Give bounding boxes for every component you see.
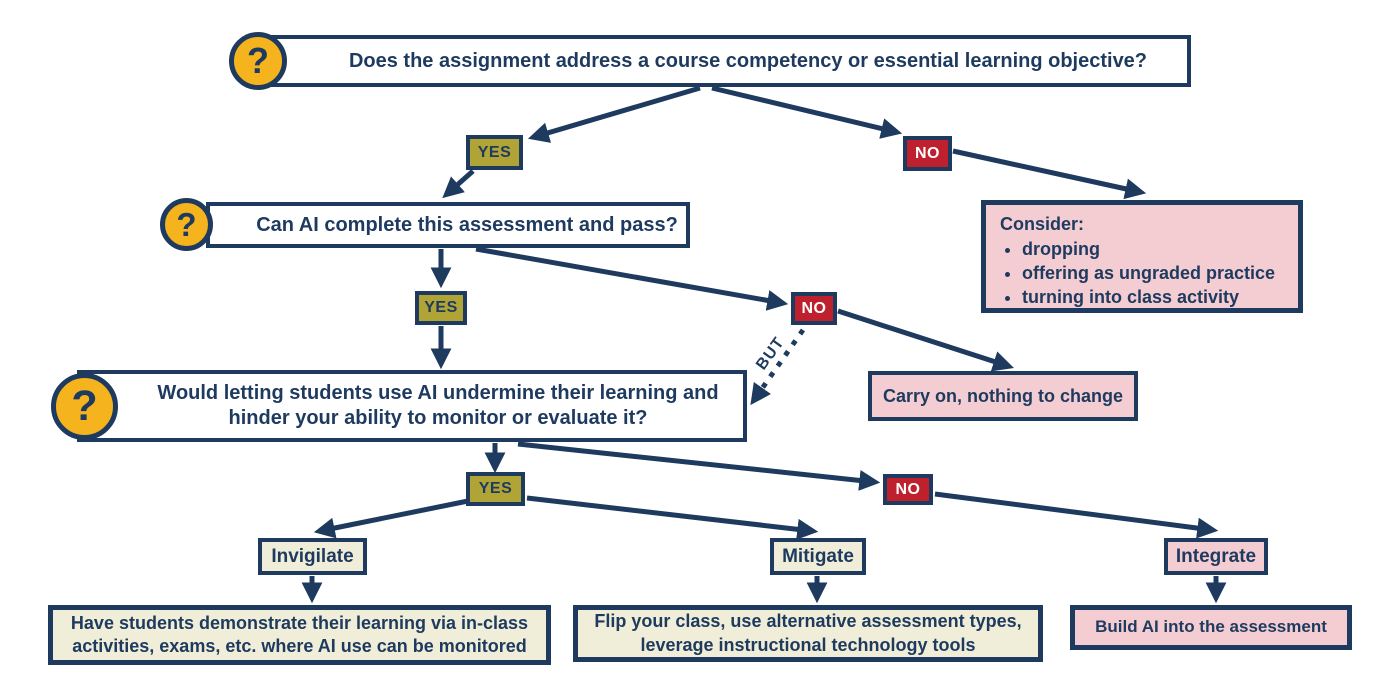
badge-no-3: NO (883, 474, 933, 505)
carry-on-box: Carry on, nothing to change (868, 371, 1138, 421)
question-mark-glyph: ? (71, 382, 98, 430)
question-mark-glyph: ? (247, 40, 269, 81)
consider-bullet: turning into class activity (1022, 286, 1284, 309)
arrow-q2-to-no2 (475, 246, 789, 311)
badge-yes-1: YES (466, 135, 523, 170)
invigilate-description: Have students demonstrate their learning… (70, 612, 529, 656)
invigilate-description-box: Have students demonstrate their learning… (48, 605, 551, 665)
consider-box: Consider: dropping offering as ungraded … (981, 200, 1303, 313)
badge-yes-1-label: YES (477, 143, 512, 161)
badge-yes-3-label: YES (478, 480, 513, 497)
arrow-yes3-to-mitigate (526, 495, 819, 540)
integrate-description: Build AI into the assessment (1095, 617, 1327, 637)
consider-title: Consider: (1000, 214, 1085, 234)
badge-no-2-label: NO (801, 299, 827, 317)
arrow-no3-to-integrate (934, 491, 1219, 539)
question-box-2: Can AI complete this assessment and pass… (206, 202, 690, 248)
question-mark-glyph: ? (176, 205, 197, 243)
arrow-q1-to-yes1 (527, 85, 701, 143)
badge-no-3-label: NO (895, 480, 921, 498)
question-3-text: Would letting students use AI undermine … (157, 382, 719, 429)
arrow-no1-to-consider (952, 148, 1147, 200)
badge-yes-3: YES (466, 472, 525, 506)
arrow-q1-to-no1 (711, 85, 903, 139)
integrate-description-box: Build AI into the assessment (1070, 605, 1352, 650)
question-1-text: Does the assignment address a course com… (348, 49, 1148, 72)
badge-no-2: NO (791, 292, 837, 325)
badge-yes-2-label: YES (424, 299, 458, 316)
mitigate-label: Mitigate (782, 545, 854, 567)
question-icon: ? (51, 373, 118, 440)
question-box-1: Does the assignment address a course com… (265, 35, 1191, 87)
integrate-label: Integrate (1175, 545, 1257, 567)
invigilate-label-box: Invigilate (258, 538, 367, 575)
invigilate-label: Invigilate (271, 545, 354, 567)
arrow-no2-to-carry-on (837, 308, 1014, 372)
badge-no-1: NO (903, 136, 952, 171)
consider-bullet-list: dropping offering as ungraded practice t… (1000, 238, 1284, 309)
badge-yes-2: YES (415, 291, 467, 325)
arrow-q3-to-no3 (517, 441, 881, 491)
question-icon: ? (160, 198, 213, 251)
but-label: BUT (753, 334, 789, 374)
carry-on-text: Carry on, nothing to change (882, 385, 1123, 406)
question-2-text: Can AI complete this assessment and pass… (256, 213, 678, 236)
mitigate-description: Flip your class, use alternative assessm… (594, 611, 1022, 655)
mitigate-label-box: Mitigate (770, 538, 866, 575)
integrate-label-box: Integrate (1164, 538, 1268, 575)
consider-bullet: offering as ungraded practice (1022, 262, 1284, 285)
arrow-yes1-to-q2 (442, 169, 475, 199)
arrow-yes3-to-invigilate (313, 498, 469, 539)
consider-bullet: dropping (1022, 238, 1284, 261)
question-icon: ? (229, 32, 287, 90)
mitigate-description-box: Flip your class, use alternative assessm… (573, 605, 1043, 662)
badge-no-1-label: NO (915, 144, 940, 162)
question-box-3: Would letting students use AI undermine … (77, 370, 747, 442)
